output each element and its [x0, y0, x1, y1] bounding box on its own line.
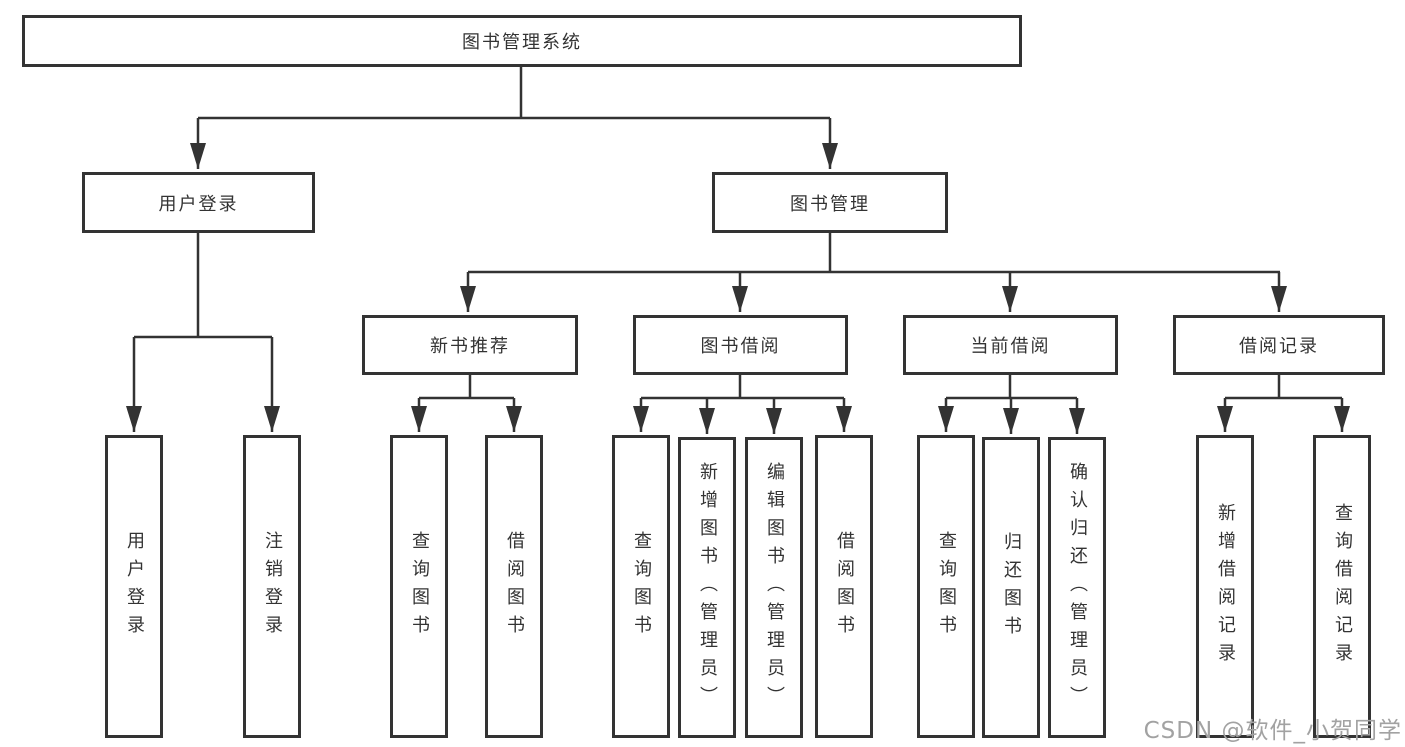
leaf-borrow-query-books: 查询图书 [612, 435, 670, 738]
node-label: 借阅图书 [504, 530, 525, 643]
node-label: 新增借阅记录 [1215, 502, 1236, 671]
leaf-current-query-books: 查询图书 [917, 435, 975, 738]
leaf-recommend-borrow-books: 借阅图书 [485, 435, 543, 738]
node-label: 归还图书 [1001, 531, 1022, 644]
node-label: 注销登录 [262, 530, 283, 643]
node-label: 用户登录 [124, 530, 145, 643]
leaf-records-query-record: 查询借阅记录 [1313, 435, 1371, 738]
node-label: 查询借阅记录 [1332, 502, 1353, 671]
leaf-records-add-record: 新增借阅记录 [1196, 435, 1254, 738]
node-current-borrow: 当前借阅 [903, 315, 1118, 375]
leaf-borrow-edit-books-admin: 编辑图书（管理员） [745, 437, 803, 738]
leaf-logout: 注销登录 [243, 435, 301, 738]
leaf-current-return-books: 归还图书 [982, 437, 1040, 738]
node-label: 编辑图书（管理员） [764, 461, 785, 714]
node-label: 借阅图书 [834, 530, 855, 643]
node-label: 查询图书 [631, 530, 652, 643]
leaf-borrow-borrow-books: 借阅图书 [815, 435, 873, 738]
node-borrow-records: 借阅记录 [1173, 315, 1385, 375]
node-book-management: 图书管理 [712, 172, 948, 233]
leaf-current-confirm-return-admin: 确认归还（管理员） [1048, 437, 1106, 738]
node-label: 查询图书 [409, 530, 430, 643]
leaf-user-login: 用户登录 [105, 435, 163, 738]
node-label: 借阅记录 [1239, 336, 1319, 357]
node-new-book-recommend: 新书推荐 [362, 315, 578, 375]
node-label: 查询图书 [936, 530, 957, 643]
node-label: 图书管理 [790, 193, 870, 215]
node-book-borrow: 图书借阅 [633, 315, 848, 375]
leaf-borrow-add-books-admin: 新增图书（管理员） [678, 437, 736, 738]
node-label: 用户登录 [158, 193, 239, 215]
node-label: 新书推荐 [430, 336, 510, 357]
node-label: 新增图书（管理员） [697, 461, 718, 714]
node-user-login: 用户登录 [82, 172, 315, 233]
node-label: 当前借阅 [970, 336, 1051, 357]
node-label: 图书借阅 [700, 336, 781, 357]
watermark: CSDN @软件_小贺同学 [1143, 718, 1402, 744]
node-label: 图书管理系统 [462, 32, 582, 53]
node-label: 确认归还（管理员） [1067, 461, 1088, 714]
leaf-recommend-query-books: 查询图书 [390, 435, 448, 738]
node-root: 图书管理系统 [22, 15, 1022, 67]
